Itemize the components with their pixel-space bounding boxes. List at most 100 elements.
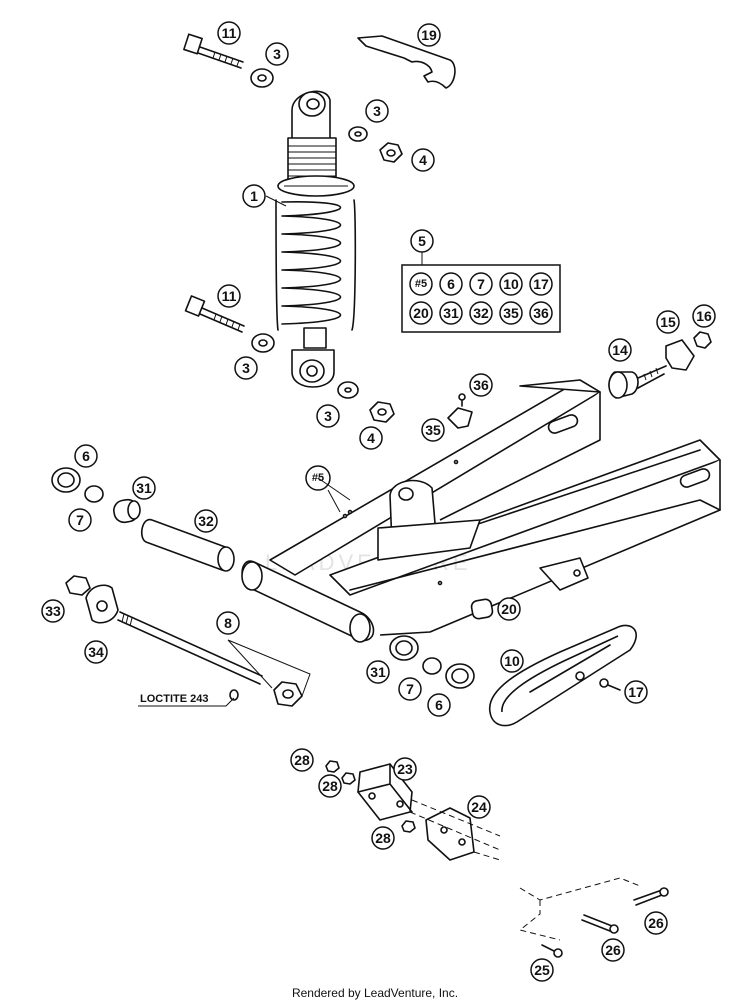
bearing-31-right: [389, 635, 419, 661]
svg-text:32: 32: [198, 513, 214, 529]
kit-box-items: #5 6 7 10 17 20 31 32 35 36: [409, 272, 553, 325]
svg-text:6: 6: [82, 448, 90, 464]
callout-7-left: 7: [68, 508, 92, 532]
ring-7-right: [422, 657, 442, 675]
oring-loctite: [229, 689, 239, 701]
callout-6-left: 6: [74, 444, 98, 468]
bearing-31-left: [113, 498, 141, 524]
svg-text:17: 17: [533, 276, 549, 292]
callout-11-top: 11: [217, 21, 241, 45]
svg-text:#5: #5: [415, 278, 427, 290]
bracket-24: [425, 807, 475, 861]
svg-text:7: 7: [477, 276, 485, 292]
svg-text:11: 11: [222, 288, 237, 304]
nut-axle-end: [273, 681, 303, 707]
shock-absorber: [275, 90, 357, 388]
svg-text:8: 8: [224, 615, 232, 631]
callout-19: 19: [417, 23, 441, 47]
nut-28-lower: [401, 820, 416, 833]
svg-text:4: 4: [367, 430, 375, 446]
spanner-wrench: [357, 35, 456, 89]
callout-6-right: 6: [427, 693, 451, 717]
nut-28-mid: [341, 772, 356, 785]
callout-7-right: 7: [398, 677, 422, 701]
svg-text:16: 16: [696, 308, 712, 324]
svg-text:31: 31: [370, 664, 386, 680]
callout-5: 5: [410, 229, 434, 253]
bolt-26-upper: [633, 887, 669, 906]
chain-slider-roller: [608, 365, 667, 399]
svg-text:7: 7: [76, 512, 84, 528]
callout-32: 32: [194, 509, 218, 533]
mount-outline: [518, 877, 641, 941]
screw-17: [599, 678, 621, 691]
kit-item-17: 17: [529, 272, 553, 296]
credit-line: Rendered by LeadVenture, Inc.: [291, 986, 459, 1000]
svg-text:10: 10: [504, 653, 520, 669]
callout-28-mid: 28: [318, 774, 342, 798]
svg-text:34: 34: [88, 644, 104, 660]
callout-34: 34: [84, 640, 108, 664]
kit-item-6: 6: [439, 272, 463, 296]
kit-item-hash5: #5: [409, 272, 433, 296]
svg-text:28: 28: [322, 778, 338, 794]
bolt-top: [183, 33, 244, 69]
svg-text:36: 36: [473, 377, 489, 393]
callout-26-lower: 26: [601, 938, 625, 962]
bolt-26-lower: [581, 914, 619, 934]
nut-lower: [369, 401, 395, 423]
svg-text:6: 6: [447, 276, 455, 292]
callout-35: 35: [421, 418, 445, 442]
nut-16: [693, 331, 712, 349]
callout-4-b: 4: [359, 426, 383, 450]
svg-text:1: 1: [250, 188, 258, 204]
kit-item-10: 10: [499, 272, 523, 296]
callout-3-c: 3: [234, 356, 258, 380]
svg-text:24: 24: [471, 799, 487, 815]
ring-7-left: [84, 485, 104, 503]
callout-28-lower: 28: [371, 826, 395, 850]
kit-item-7: 7: [469, 272, 493, 296]
callout-16: 16: [692, 304, 716, 328]
svg-text:3: 3: [324, 408, 332, 424]
kit-item-32: 32: [469, 301, 493, 325]
callout-20: 20: [497, 597, 521, 621]
svg-text:26: 26: [648, 915, 664, 931]
washer-upper-right: [348, 126, 368, 142]
kit-item-35: 35: [499, 301, 523, 325]
washer-middle-left: [251, 333, 275, 353]
callout-24: 24: [467, 795, 491, 819]
callout-10: 10: [500, 649, 524, 673]
washer-top: [250, 68, 274, 88]
svg-text:20: 20: [413, 305, 429, 321]
callout-3-a: 3: [265, 42, 289, 66]
svg-text:5: 5: [418, 233, 426, 249]
screw-36: [458, 393, 466, 407]
callout-14: 14: [608, 338, 632, 362]
bushing-20: [470, 598, 494, 620]
callout-15: 15: [656, 310, 680, 334]
svg-text:3: 3: [273, 46, 281, 62]
svg-text:26: 26: [605, 942, 621, 958]
kit-item-20: 20: [409, 301, 433, 325]
swingarm: [241, 379, 721, 643]
callout-3-b: 3: [365, 99, 389, 123]
svg-text:25: 25: [534, 962, 550, 978]
svg-text:17: 17: [628, 684, 644, 700]
nut-upper: [379, 142, 403, 163]
bolt-25: [541, 944, 563, 958]
callout-3-d: 3: [316, 404, 340, 428]
svg-text:19: 19: [421, 27, 437, 43]
svg-text:14: 14: [612, 342, 628, 358]
svg-text:28: 28: [375, 830, 391, 846]
callout-25: 25: [530, 958, 554, 982]
svg-text:28: 28: [294, 752, 310, 768]
svg-text:3: 3: [242, 360, 250, 376]
leader-lines: [265, 195, 351, 513]
nut-33: [65, 575, 91, 596]
callout-31-left: 31: [132, 476, 156, 500]
svg-text:3: 3: [373, 103, 381, 119]
svg-text:11: 11: [222, 25, 237, 41]
seal-6-right: [445, 663, 475, 689]
